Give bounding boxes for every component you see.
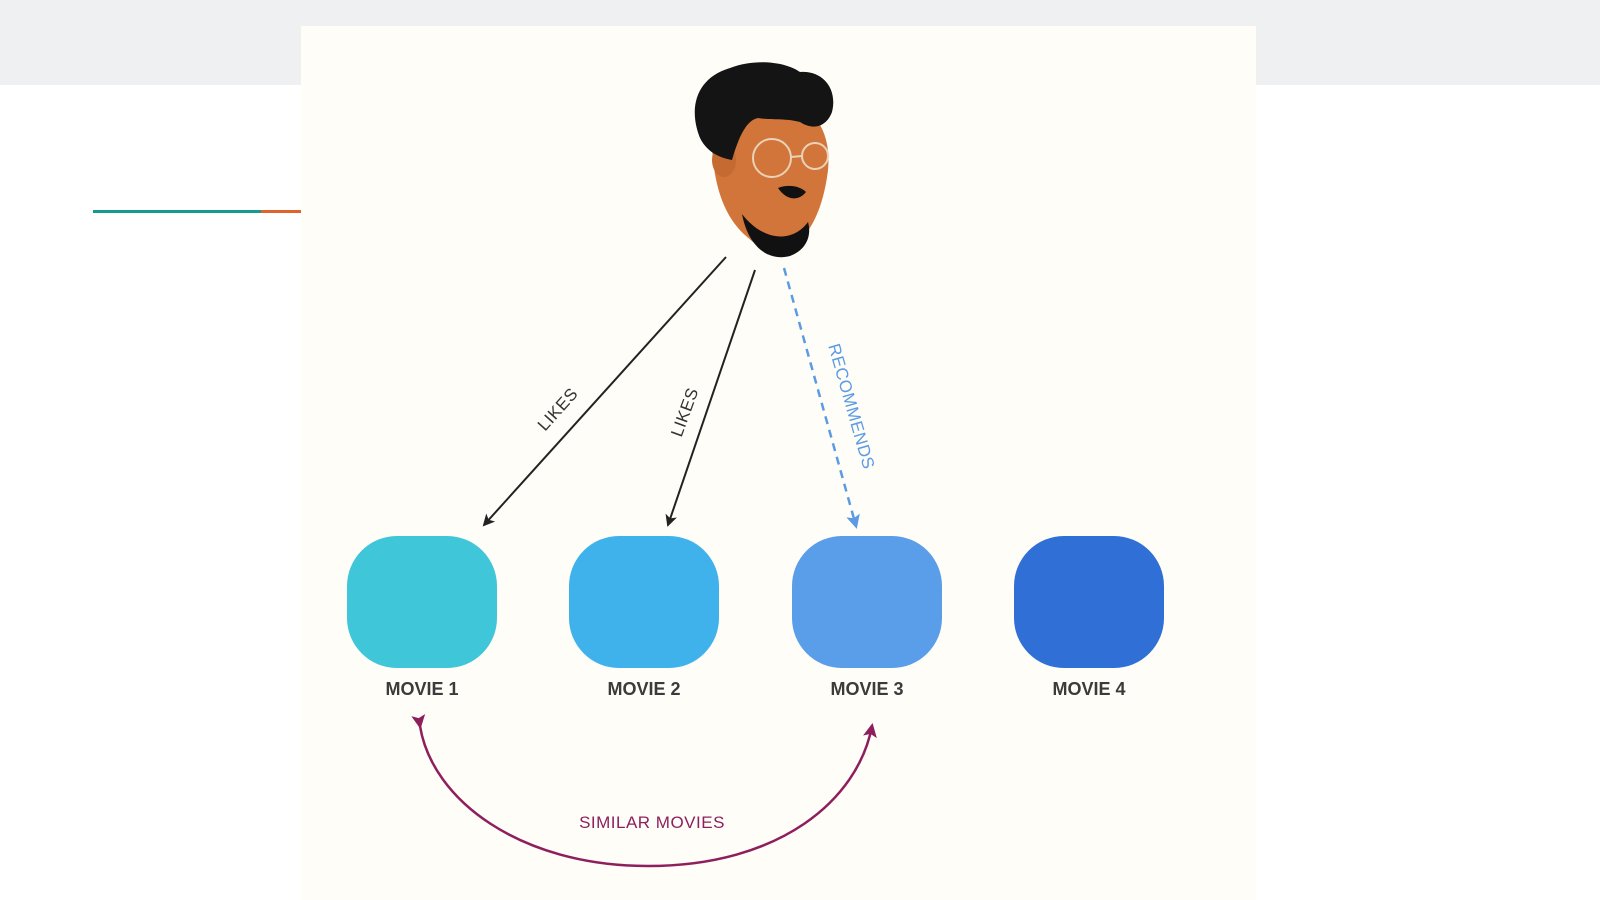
likes-arrow-2: [665, 269, 756, 527]
similar-movies-label: SIMILAR MOVIES: [579, 813, 725, 832]
recommends-label: RECOMMENDS: [824, 342, 878, 472]
likes-label-2: LIKES: [667, 385, 702, 439]
person-with-glasses-icon: [694, 62, 834, 258]
accent-line: [93, 210, 303, 213]
movie-tile-1: MOVIE 1: [347, 536, 497, 699]
movie-3-label: MOVIE 3: [830, 679, 903, 699]
likes-arrow-1: [482, 256, 727, 527]
recommends-arrow: [782, 267, 860, 529]
movie-tile-4: MOVIE 4: [1014, 536, 1164, 699]
movie-2-shape: [569, 536, 719, 668]
movie-1-shape: [347, 536, 497, 668]
movie-tile-3: MOVIE 3: [792, 536, 942, 699]
movie-2-label: MOVIE 2: [607, 679, 680, 699]
movie-4-label: MOVIE 4: [1052, 679, 1125, 699]
movie-4-shape: [1014, 536, 1164, 668]
movie-3-shape: [792, 536, 942, 668]
similar-movies-arrow: [411, 714, 877, 868]
likes-label-1: LIKES: [534, 384, 582, 434]
movie-1-label: MOVIE 1: [385, 679, 458, 699]
movie-tile-2: MOVIE 2: [569, 536, 719, 699]
